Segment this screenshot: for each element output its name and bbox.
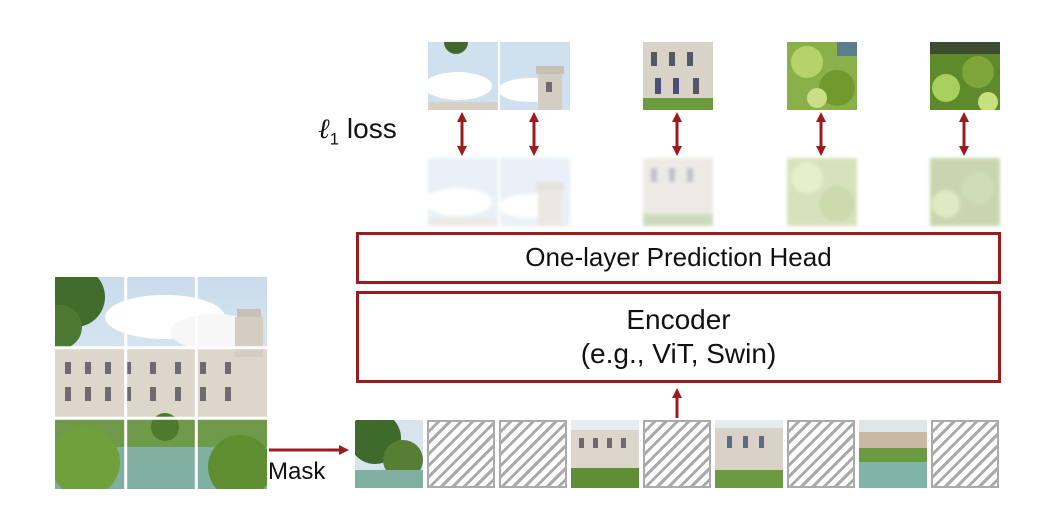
encoder-examples-label: (e.g., ViT, Swin) (580, 338, 777, 369)
visible-patch-tree (355, 420, 423, 488)
target-patch-castle (643, 42, 713, 110)
loss-label: ℓ1 loss (318, 112, 397, 150)
visible-patch-lake (859, 420, 927, 488)
target-patch-sky-tower (500, 42, 570, 110)
loss-word: loss (346, 113, 397, 144)
masked-patch (787, 420, 855, 488)
reconstructed-patch-sky-tree (428, 158, 498, 226)
prediction-head-label: One-layer Prediction Head (525, 242, 832, 273)
target-patch-foliage (787, 42, 857, 110)
loss-symbol: ℓ (318, 112, 330, 145)
masked-patch (427, 420, 495, 488)
loss-subscript: 1 (329, 129, 340, 149)
reconstructed-patch-castle (643, 158, 713, 226)
source-image-grid (38, 267, 272, 499)
reconstructed-patch-leaves (930, 158, 1000, 226)
target-patch-sky-tree (428, 42, 498, 110)
visible-patch-castle-right (715, 420, 783, 488)
reconstructed-patch-sky-tower (500, 158, 570, 226)
visible-patch-castle-left (571, 420, 639, 488)
encoder-label: Encoder (626, 304, 731, 336)
masked-patch (931, 420, 999, 488)
prediction-head-box: One-layer Prediction Head (356, 232, 1001, 284)
masked-patch (499, 420, 567, 488)
target-patch-leaves (930, 42, 1000, 110)
reconstructed-patch-foliage (787, 158, 857, 226)
masked-patch (643, 420, 711, 488)
mask-label: Mask (268, 458, 326, 485)
encoder-box: Encoder (e.g., ViT, Swin) (356, 291, 1001, 383)
